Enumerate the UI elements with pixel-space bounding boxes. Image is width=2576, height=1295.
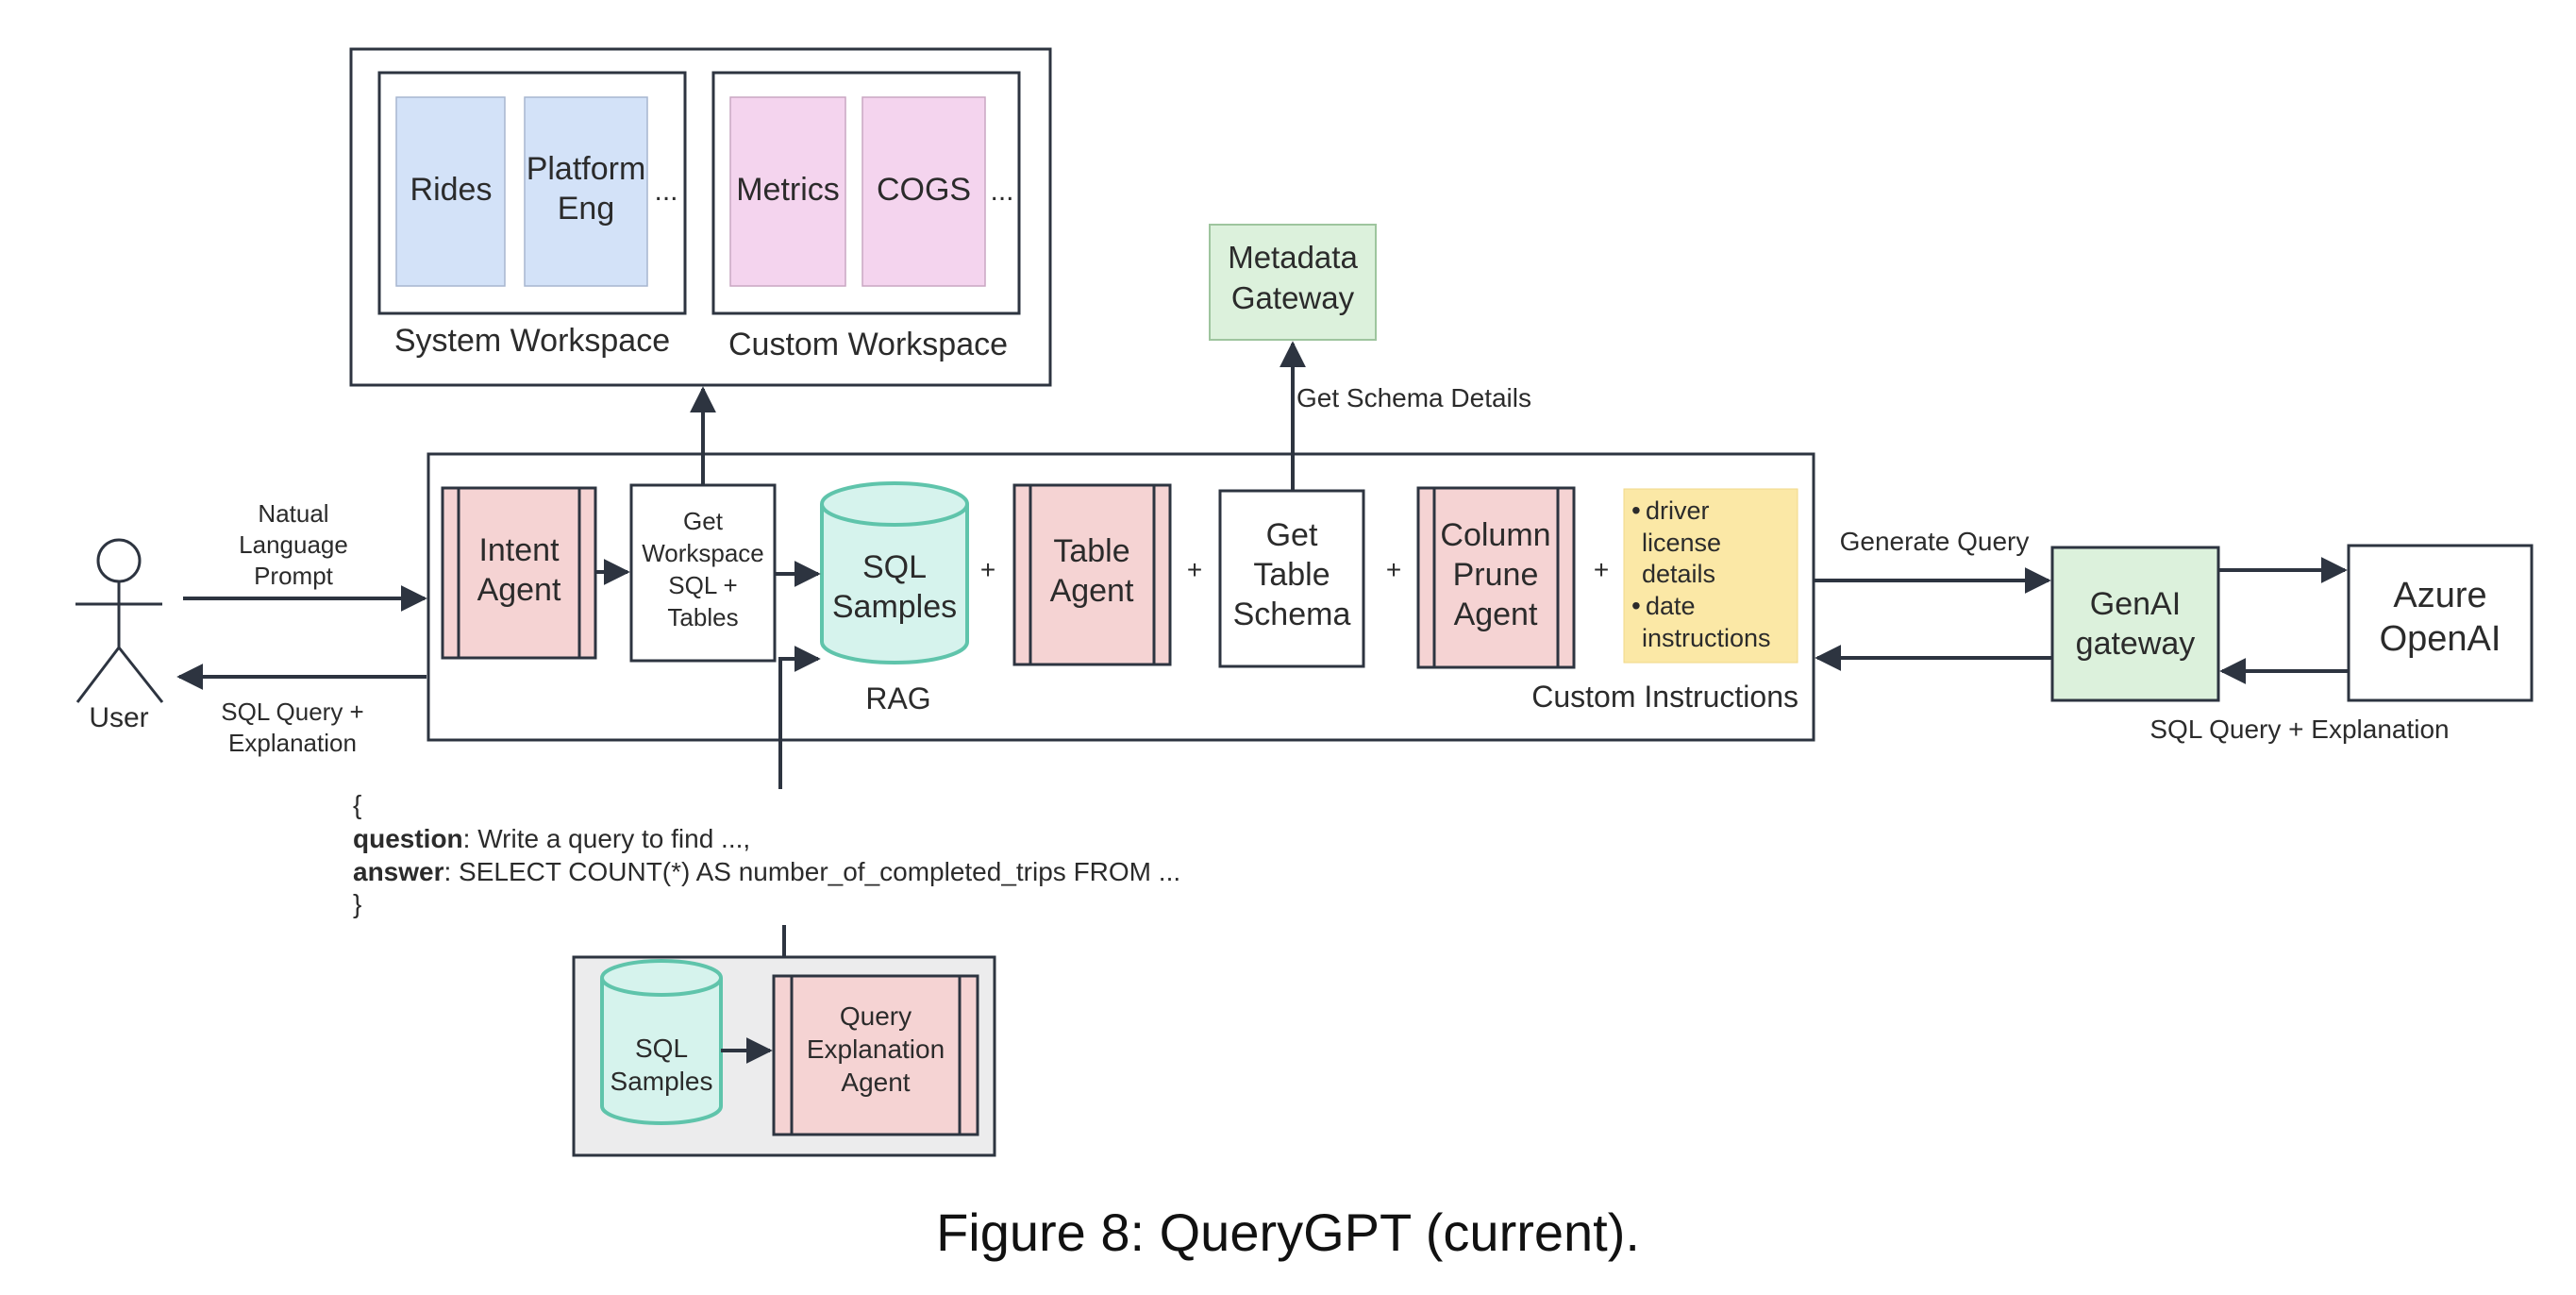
figure-caption: Figure 8: QueryGPT (current). [936, 1202, 1640, 1262]
column-prune-line1: Column [1440, 517, 1550, 553]
custom-instructions-label: Custom Instructions [1531, 680, 1798, 714]
bottom-sql-samples-cylinder: SQL Samples [600, 959, 723, 1125]
generate-query-label: Generate Query [1840, 527, 2030, 556]
get-workspace-line3: SQL + [668, 571, 737, 599]
example-question-key: question [353, 824, 463, 853]
table-agent-line2: Agent [1050, 573, 1134, 609]
bottom-sql-samples-line1: SQL [635, 1034, 688, 1063]
response-line1: SQL Query + [221, 698, 364, 726]
arrow-example-to-sql [778, 646, 821, 789]
get-workspace-line2: Workspace [642, 539, 764, 567]
intent-agent-line2: Agent [477, 572, 561, 608]
system-workspace-label: System Workspace [394, 323, 670, 359]
bottom-sql-samples-line2: Samples [611, 1067, 713, 1096]
intent-agent: Intent Agent [441, 486, 597, 660]
note-bullet-1: • [1631, 496, 1641, 525]
genai-gateway-line1: GenAI [2090, 586, 2181, 622]
sql-samples-line2: Samples [832, 589, 957, 625]
metadata-gateway: Metadata Gateway [1209, 224, 1377, 341]
query-explanation-line3: Agent [841, 1068, 910, 1097]
get-workspace-line4: Tables [667, 603, 738, 631]
custom-workspace-ellipsis: ... [990, 176, 1013, 207]
get-table-schema-line3: Schema [1233, 597, 1351, 632]
response-line2: Explanation [228, 729, 357, 757]
query-explanation-agent: Query Explanation Agent [772, 974, 979, 1136]
note-item2-line2: instructions [1642, 624, 1771, 652]
note-item1-line1: driver [1646, 496, 1710, 525]
note-item1-line3: details [1642, 560, 1715, 588]
custom-instructions-note: • driver license details • date instruct… [1623, 488, 1798, 664]
plus-2: + [1187, 555, 1202, 584]
example-answer-value: : SELECT COUNT(*) AS number_of_completed… [444, 857, 1181, 886]
plus-1: + [980, 555, 995, 584]
table-agent-line1: Table [1053, 533, 1129, 569]
get-schema-details-label: Get Schema Details [1296, 383, 1531, 412]
column-prune-line2: Prune [1453, 557, 1539, 593]
get-table-schema-line2: Table [1253, 557, 1330, 593]
custom-workspace-label: Custom Workspace [728, 327, 1008, 362]
query-explanation-line2: Explanation [807, 1034, 945, 1064]
user-stick-figure [75, 538, 164, 703]
sql-samples-cylinder: SQL Samples [820, 481, 969, 664]
example-question-value: : Write a query to find ..., [463, 824, 751, 853]
rag-label: RAG [865, 681, 930, 715]
azure-openai-line1: Azure [2393, 576, 2486, 615]
rag-example-snippet: { question: Write a query to find ..., a… [353, 790, 1180, 918]
sql-samples-line1: SQL [862, 549, 927, 585]
example-open-brace: { [353, 790, 361, 819]
note-item1-line2: license [1642, 529, 1721, 557]
sql-explanation-label: SQL Query + Explanation [2149, 715, 2449, 744]
azure-openai: Azure OpenAI [2347, 544, 2534, 702]
cogs-label: COGS [877, 172, 971, 208]
column-prune-agent: Column Prune Agent [1416, 486, 1576, 669]
platform-eng-card [524, 96, 648, 287]
example-answer-line: answer: SELECT COUNT(*) AS number_of_com… [353, 857, 1180, 886]
metadata-gateway-line1: Metadata [1228, 240, 1358, 275]
genai-gateway: GenAI gateway [2050, 546, 2220, 702]
query-explanation-line1: Query [840, 1001, 912, 1031]
get-workspace-line1: Get [683, 507, 724, 535]
platform-eng-label-line1: Platform [527, 151, 646, 187]
genai-gateway-line2: gateway [2076, 626, 2196, 662]
example-close-brace: } [353, 889, 361, 918]
prompt-line3: Prompt [254, 562, 334, 590]
metrics-label: Metrics [736, 172, 840, 208]
column-prune-line3: Agent [1454, 597, 1538, 632]
get-table-schema-box: Get Table Schema [1218, 489, 1365, 668]
get-table-schema-line1: Get [1266, 517, 1318, 553]
azure-openai-line2: OpenAI [2380, 619, 2501, 659]
example-answer-key: answer [353, 857, 444, 886]
note-item2-line1: date [1646, 592, 1696, 620]
prompt-line1: Natual [258, 499, 328, 528]
rides-card [395, 96, 506, 287]
connectors [176, 341, 2349, 1064]
system-workspace-ellipsis: ... [654, 176, 677, 207]
platform-eng-label-line2: Eng [558, 191, 615, 227]
get-workspace-box: Get Workspace SQL + Tables [629, 483, 777, 663]
rides-label: Rides [410, 172, 493, 208]
plus-3: + [1386, 555, 1401, 584]
plus-4: + [1594, 555, 1609, 584]
bottom-panel: SQL Samples Query Explanation Agent [572, 955, 996, 1157]
note-bullet-2: • [1631, 591, 1641, 620]
cogs-card [861, 96, 986, 287]
workspaces-panel: Rides Platform Eng ... System Workspace … [349, 47, 1052, 387]
example-question-line: question: Write a query to find ..., [353, 824, 750, 853]
metadata-gateway-line2: Gateway [1231, 280, 1355, 315]
prompt-line2: Language [239, 530, 348, 559]
intent-agent-line1: Intent [478, 532, 560, 568]
user-label: User [89, 702, 148, 733]
metrics-card [729, 96, 846, 287]
table-agent: Table Agent [1012, 483, 1172, 666]
